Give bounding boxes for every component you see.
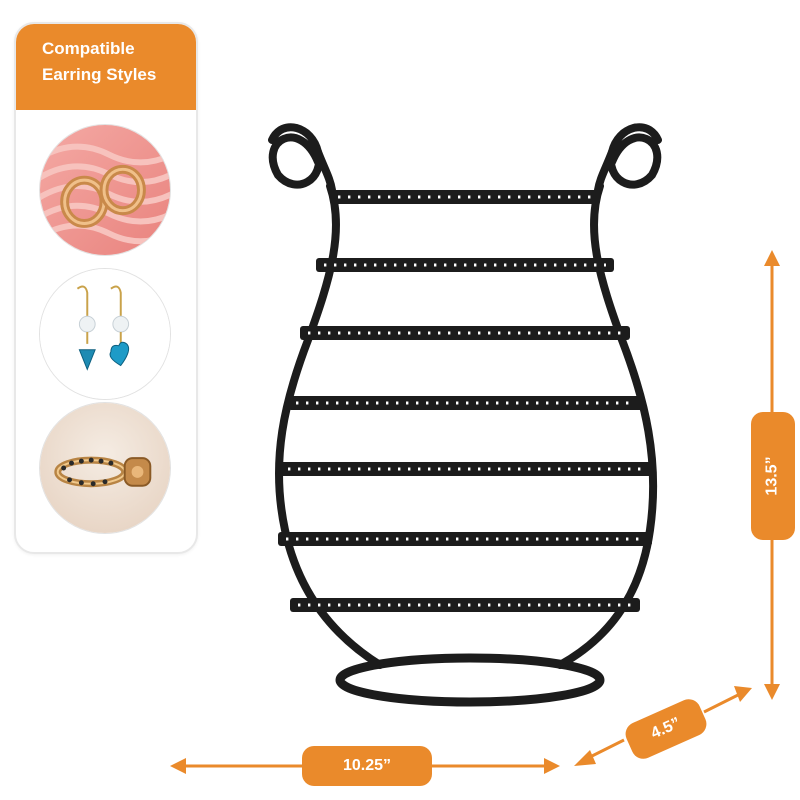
height-dimension-value: 13.5” xyxy=(763,456,781,496)
stand-bar-3 xyxy=(300,326,630,340)
stand-bar-4 xyxy=(288,396,644,410)
ear-cuff-icon xyxy=(40,403,170,533)
panel-header: Compatible Earring Styles xyxy=(16,24,196,110)
dangle-heart-earrings-icon xyxy=(40,269,170,399)
height-dimension-label: 13.5” xyxy=(751,412,795,540)
compatible-styles-panel: Compatible Earring Styles xyxy=(14,22,198,554)
ear-cuff-thumbnail xyxy=(39,402,171,534)
panel-title-line-1: Compatible xyxy=(42,39,135,58)
stand-bar-2 xyxy=(316,258,614,272)
stand-bar-7 xyxy=(290,598,640,612)
width-dimension-value: 10.25” xyxy=(342,757,392,774)
stand-bar-5 xyxy=(280,462,652,476)
panel-title-line-2: Earring Styles xyxy=(42,65,157,84)
width-dimension-label: 10.25” xyxy=(302,746,432,786)
stand-bar-1 xyxy=(330,190,600,204)
stand-bars xyxy=(278,190,652,612)
stand-base-ring xyxy=(335,653,605,707)
stand-bar-6 xyxy=(278,532,652,546)
depth-dimension-value: 4.5” xyxy=(648,714,684,743)
dangle-earrings-thumbnail xyxy=(39,268,171,400)
